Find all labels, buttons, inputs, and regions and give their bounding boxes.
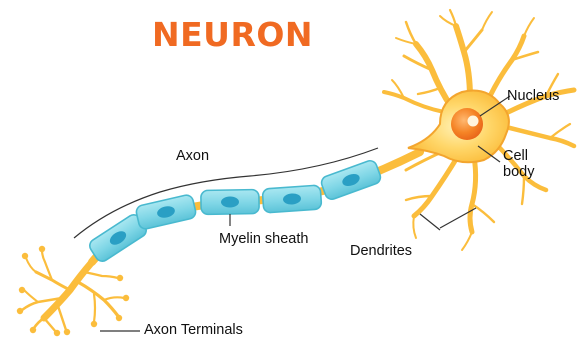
cell-body-label-line2: body <box>503 164 534 180</box>
dendrites-label: Dendrites <box>350 243 412 259</box>
cell-body-label-line1: Cell <box>503 148 534 164</box>
axon-terminals <box>22 250 124 332</box>
nucleolus <box>468 116 479 127</box>
myelin-sheath-label: Myelin sheath <box>219 231 308 247</box>
myelin-sheath <box>87 159 382 264</box>
cell-body-label: Cell body <box>503 148 534 180</box>
axon-label: Axon <box>176 148 209 164</box>
nucleus-label: Nucleus <box>507 88 559 104</box>
axon-terminals-label: Axon Terminals <box>144 322 243 338</box>
nucleus-shape <box>451 108 483 140</box>
diagram-title: NEURON <box>152 18 313 51</box>
dendrites-leader-line-b <box>420 214 440 230</box>
